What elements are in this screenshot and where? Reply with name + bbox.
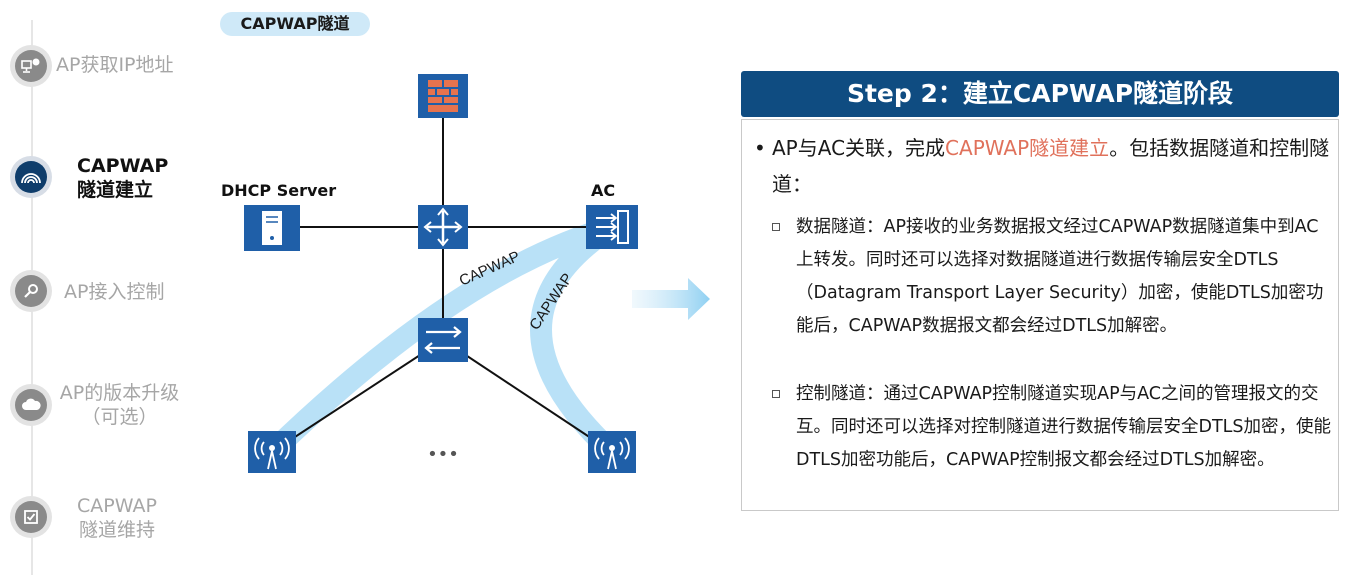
ap-left-icon	[248, 431, 296, 473]
capwap-tunnel-1	[261, 216, 623, 463]
square-bullet-icon	[772, 390, 780, 398]
arrow-right-icon	[632, 278, 710, 320]
intro-bullet: • AP与AC关联，完成CAPWAP隧道建立。包括数据隧道和控制隧道：	[750, 130, 1330, 202]
square-bullet-icon	[772, 223, 780, 231]
dhcp-server-icon	[244, 205, 300, 251]
ac-label: AC	[591, 181, 616, 200]
step-label: AP接入控制	[64, 281, 165, 303]
step-label: CAPWAP 隧道维持	[77, 495, 157, 541]
step-capwap-keepalive[interactable]: CAPWAP 隧道维持	[10, 495, 210, 546]
network-monitor-icon	[10, 45, 52, 87]
sub-bullet-data-tunnel: 数据隧道：AP接收的业务数据报文经过CAPWAP数据隧道集中到AC上转发。同时还…	[772, 211, 1332, 343]
wifi-arc-icon	[10, 156, 52, 198]
step-ap-access-control[interactable]: AP接入控制	[10, 270, 210, 320]
step-label: CAPWAP 隧道建立	[77, 155, 169, 201]
step-label: AP的版本升级 （可选）	[59, 382, 180, 428]
capwap-tunnel-2	[530, 216, 623, 463]
router-icon	[418, 205, 468, 249]
link-switch-ap-left	[271, 339, 444, 453]
sub-bullet-control-tunnel: 控制隧道：通过CAPWAP控制隧道实现AP与AC之间的管理报文的交互。同时还可以…	[772, 378, 1332, 477]
checkbox-icon	[10, 496, 52, 538]
step-ap-get-ip[interactable]: AP获取IP地址	[10, 45, 210, 95]
diagram-title-pill: CAPWAP隧道	[220, 12, 370, 36]
ap-right-icon	[588, 431, 636, 473]
step-ap-upgrade[interactable]: AP的版本升级 （可选）	[10, 382, 210, 432]
data-tunnel-text: 数据隧道：AP接收的业务数据报文经过CAPWAP数据隧道集中到AC上转发。同时还…	[796, 217, 1324, 336]
intro-text-pre: AP与AC关联，完成	[772, 136, 946, 160]
control-tunnel-text: 控制隧道：通过CAPWAP控制隧道实现AP与AC之间的管理报文的交互。同时还可以…	[796, 384, 1332, 470]
bullet-dot: •	[754, 136, 766, 160]
intro-text-highlight: CAPWAP隧道建立	[945, 136, 1110, 160]
key-icon	[10, 270, 52, 312]
ac-controller-icon	[586, 205, 638, 249]
step-capwap-setup[interactable]: CAPWAP 隧道建立	[10, 155, 210, 206]
step-label: AP获取IP地址	[56, 54, 174, 76]
more-aps-ellipsis: •••	[427, 444, 459, 465]
panel-title: Step 2：建立CAPWAP隧道阶段	[741, 71, 1339, 117]
panel-body: • AP与AC关联，完成CAPWAP隧道建立。包括数据隧道和控制隧道： 数据隧道…	[741, 119, 1339, 511]
link-switch-ap-right	[442, 339, 613, 453]
firewall-icon	[418, 74, 468, 118]
cloud-upgrade-icon	[10, 384, 52, 426]
intro-text-post: 。包括数据隧道和控制隧道：	[772, 136, 1330, 196]
dhcp-server-label: DHCP Server	[221, 181, 337, 200]
switch-icon	[418, 318, 468, 362]
